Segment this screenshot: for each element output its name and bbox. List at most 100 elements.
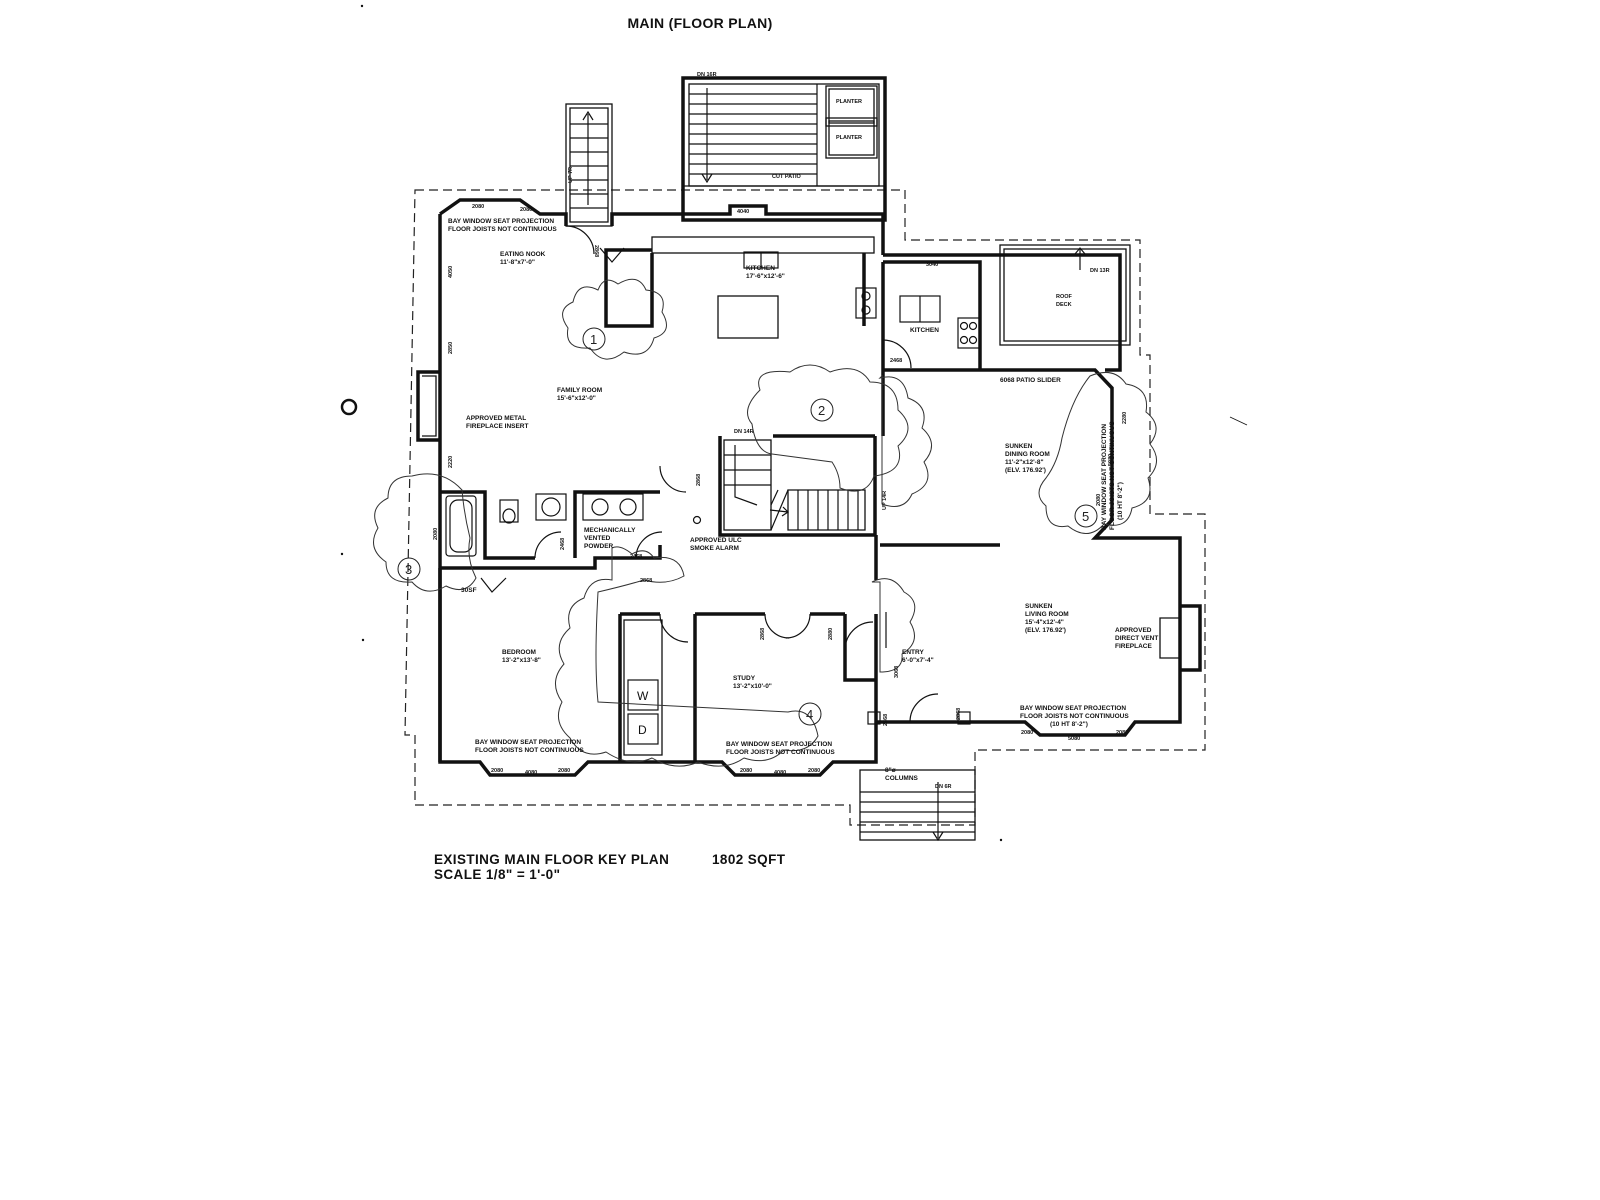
marker-1: 1 xyxy=(590,332,597,347)
svg-text:2080: 2080 xyxy=(1021,730,1033,736)
bay-top-note-2: FLOOR JOISTS NOT CONTINUOUS xyxy=(448,226,557,233)
svg-text:DN 16R: DN 16R xyxy=(697,72,717,78)
svg-text:5080: 5080 xyxy=(1068,736,1080,742)
dryer-label: D xyxy=(638,723,647,737)
bedroom-label: BEDROOM xyxy=(502,649,536,656)
page-title: MAIN (FLOOR PLAN) xyxy=(627,15,773,31)
svg-text:2468: 2468 xyxy=(560,538,566,550)
room-labels: BAY WINDOW SEAT PROJECTION FLOOR JOISTS … xyxy=(448,218,1158,782)
fireplace-left-note-1: APPROVED METAL xyxy=(466,415,526,422)
marker-2: 2 xyxy=(818,403,825,418)
center-stair: DN 14R UP 14R xyxy=(723,429,888,531)
study-size: 13'-2"x10'-0" xyxy=(733,683,772,690)
closet-30sf: 30SF xyxy=(461,587,477,594)
svg-text:PLANTER: PLANTER xyxy=(836,135,862,141)
stair-dn-16r: DN 16R xyxy=(681,72,887,222)
columns-note-2: COLUMNS xyxy=(885,775,919,782)
svg-text:2080: 2080 xyxy=(558,768,570,774)
svg-text:2080: 2080 xyxy=(433,528,439,540)
kitchen2-label: KITCHEN xyxy=(910,327,939,334)
smoke-alarm-note-2: SMOKE ALARM xyxy=(690,545,739,552)
bay-right-note-3: (10 HT 8'-2") xyxy=(1117,482,1124,520)
living-room-elv: (ELV. 176.92') xyxy=(1025,627,1066,634)
svg-text:2080: 2080 xyxy=(808,768,820,774)
stray-circle-mark xyxy=(340,398,358,416)
columns-note-1: 8"ø xyxy=(885,767,896,774)
door-swings xyxy=(480,225,939,723)
bay-right-note-1: BAY WINDOW SEAT PROJECTION xyxy=(1101,424,1108,530)
entry-stair-dn-6r: DN 6R xyxy=(859,711,976,842)
kitchen-label: KITCHEN xyxy=(746,265,775,272)
svg-text:2080: 2080 xyxy=(1116,730,1128,736)
living-sunken: SUNKEN xyxy=(1025,603,1053,610)
fireplace-right xyxy=(1159,604,1202,672)
svg-text:4080: 4080 xyxy=(525,770,537,776)
powder-label-2: VENTED xyxy=(584,535,611,542)
caption-area: 1802 SQFT xyxy=(712,852,786,867)
roof-overhang-outline xyxy=(404,189,1206,826)
svg-text:2080: 2080 xyxy=(472,204,484,210)
svg-text:2468: 2468 xyxy=(890,358,902,364)
planters: PLANTER PLANTER xyxy=(825,85,878,159)
svg-text:UP 7R: UP 7R xyxy=(568,167,574,183)
svg-text:DN 14R: DN 14R xyxy=(734,429,754,435)
svg-text:2850: 2850 xyxy=(448,342,454,354)
patio-slider-label: 6068 PATIO SLIDER xyxy=(1000,377,1061,384)
dining-room-elv: (ELV. 176.92') xyxy=(1005,467,1046,474)
svg-text:2468: 2468 xyxy=(630,554,642,560)
bay-bedroom-note-2: FLOOR JOISTS NOT CONTINUOUS xyxy=(475,747,584,754)
family-room-label: FAMILY ROOM xyxy=(557,387,602,394)
svg-text:5080: 5080 xyxy=(1108,454,1114,466)
caption-line-1: EXISTING MAIN FLOOR KEY PLAN xyxy=(434,852,670,867)
svg-text:PLANTER: PLANTER xyxy=(836,99,862,105)
svg-text:2080: 2080 xyxy=(491,768,503,774)
fireplace-left-note-2: FIREPLACE INSERT xyxy=(466,423,529,430)
key-plan-caption: EXISTING MAIN FLOOR KEY PLAN SCALE 1/8" … xyxy=(434,852,785,882)
living-room-label: LIVING ROOM xyxy=(1025,611,1069,618)
svg-text:2868: 2868 xyxy=(640,578,652,584)
bay-bedroom-note-1: BAY WINDOW SEAT PROJECTION xyxy=(475,739,581,746)
dimension-labels: 2080 2080 4040 2868 4050 2850 2220 2080 … xyxy=(433,204,1128,776)
bathroom-fixtures xyxy=(445,493,644,557)
bedroom-size: 13'-2"x13'-8" xyxy=(502,657,541,664)
svg-text:UP 14R: UP 14R xyxy=(882,491,888,510)
exterior-walls xyxy=(438,198,1182,777)
revision-clouds xyxy=(373,278,1157,767)
svg-text:ROOF: ROOF xyxy=(1056,294,1073,300)
marker-3: 3 xyxy=(405,562,412,577)
svg-text:2080: 2080 xyxy=(1096,494,1102,506)
laundry: W D xyxy=(623,619,663,756)
marker-4: 4 xyxy=(806,707,813,722)
svg-text:2880: 2880 xyxy=(828,628,834,640)
smoke-alarm-note-1: APPROVED ULC xyxy=(690,537,742,544)
svg-text:2868: 2868 xyxy=(696,474,702,486)
svg-text:DN 13R: DN 13R xyxy=(1090,268,1110,274)
svg-text:2220: 2220 xyxy=(448,456,454,468)
bay-right-note-2: FLOOR JOISTS NOT CONTINUOUS xyxy=(1109,421,1116,530)
smoke-alarm-icon xyxy=(692,515,702,525)
fireplace-right-note-2: DIRECT VENT xyxy=(1115,635,1158,642)
svg-text:DECK: DECK xyxy=(1056,302,1072,308)
revision-markers: 1 2 3 4 5 xyxy=(397,327,1098,726)
svg-text:3040: 3040 xyxy=(926,262,938,268)
interior-walls xyxy=(438,236,1000,762)
svg-text:2868: 2868 xyxy=(956,708,962,720)
caption-line-2: SCALE 1/8" = 1'-0" xyxy=(434,867,561,882)
powder-label-1: MECHANICALLY xyxy=(584,527,636,534)
bay-study-note-2: FLOOR JOISTS NOT CONTINUOUS xyxy=(726,749,835,756)
entry-label: ENTRY xyxy=(902,649,924,656)
eating-nook-label: EATING NOOK xyxy=(500,251,546,258)
bay-top-note-1: BAY WINDOW SEAT PROJECTION xyxy=(448,218,554,225)
entry-size: 6'-0"x7'-4" xyxy=(902,657,934,664)
bay-bottom-right-note-2: FLOOR JOISTS NOT CONTINUOUS xyxy=(1020,713,1129,720)
powder-label-3: POWDER xyxy=(584,543,614,550)
cut-patio-label: CUT PATIO xyxy=(772,174,802,180)
svg-text:DN 6R: DN 6R xyxy=(935,784,952,790)
dining-room-label: DINING ROOM xyxy=(1005,451,1050,458)
svg-text:2868: 2868 xyxy=(760,628,766,640)
family-room-size: 15'-6"x12'-0" xyxy=(557,395,596,402)
fireplace-right-note-1: APPROVED xyxy=(1115,627,1152,634)
eating-nook-size: 11'-8"x7'-0" xyxy=(500,259,535,266)
svg-text:4050: 4050 xyxy=(448,266,454,278)
